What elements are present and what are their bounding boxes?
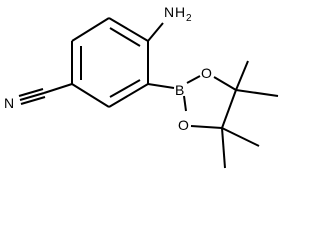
methyl-bond-upper-a: [235, 60, 249, 91]
bond-oxygen-lower-carbon: [190, 125, 223, 129]
amine-label: N H 2: [164, 4, 192, 24]
oxygen-upper-label: O: [201, 65, 212, 81]
methyl-groups: [221, 60, 279, 169]
methyl-bond-lower-b: [221, 127, 260, 147]
methyl-bond-upper-b: [235, 89, 279, 97]
ring-double-bond-c1-c2: [109, 27, 141, 47]
oxygen-lower-label: O: [178, 117, 189, 133]
boron-label: B: [175, 82, 184, 98]
bond-ring-to-boron: [147, 83, 175, 89]
chemical-structure: N H 2 N B O O: [4, 4, 279, 169]
ring-bond-c6-c1: [71, 17, 110, 42]
nitrile-triple-bond-b: [18, 88, 44, 97]
methyl-bond-lower-a: [221, 127, 226, 169]
bond-boron-oxygen-upper: [186, 75, 201, 84]
ring-double-bond-c3-c4: [109, 79, 141, 98]
ring-bond-c4-c5: [71, 83, 110, 108]
amine-h-count: 2: [186, 13, 192, 24]
bond-quaternary-carbons: [221, 89, 237, 129]
amine-n-label: N: [164, 4, 174, 20]
ring-bond-c3-c4: [108, 83, 149, 108]
amine-h-label: H: [175, 4, 185, 20]
nitrile-triple-bond-c: [20, 96, 46, 105]
bond-oxygen-upper-carbon: [213, 76, 237, 91]
pinacol-ring: O O: [178, 65, 237, 133]
bond-boron-oxygen-lower: [183, 95, 187, 112]
benzene-ring: [71, 17, 149, 108]
nitrile-n-label: N: [4, 95, 14, 111]
bond-ring-to-nitrile-carbon: [43, 83, 73, 94]
ring-bond-c1-c2: [108, 17, 149, 42]
bond-ring-to-amine: [147, 22, 164, 42]
nitrile-triple-bond-a: [19, 92, 45, 101]
